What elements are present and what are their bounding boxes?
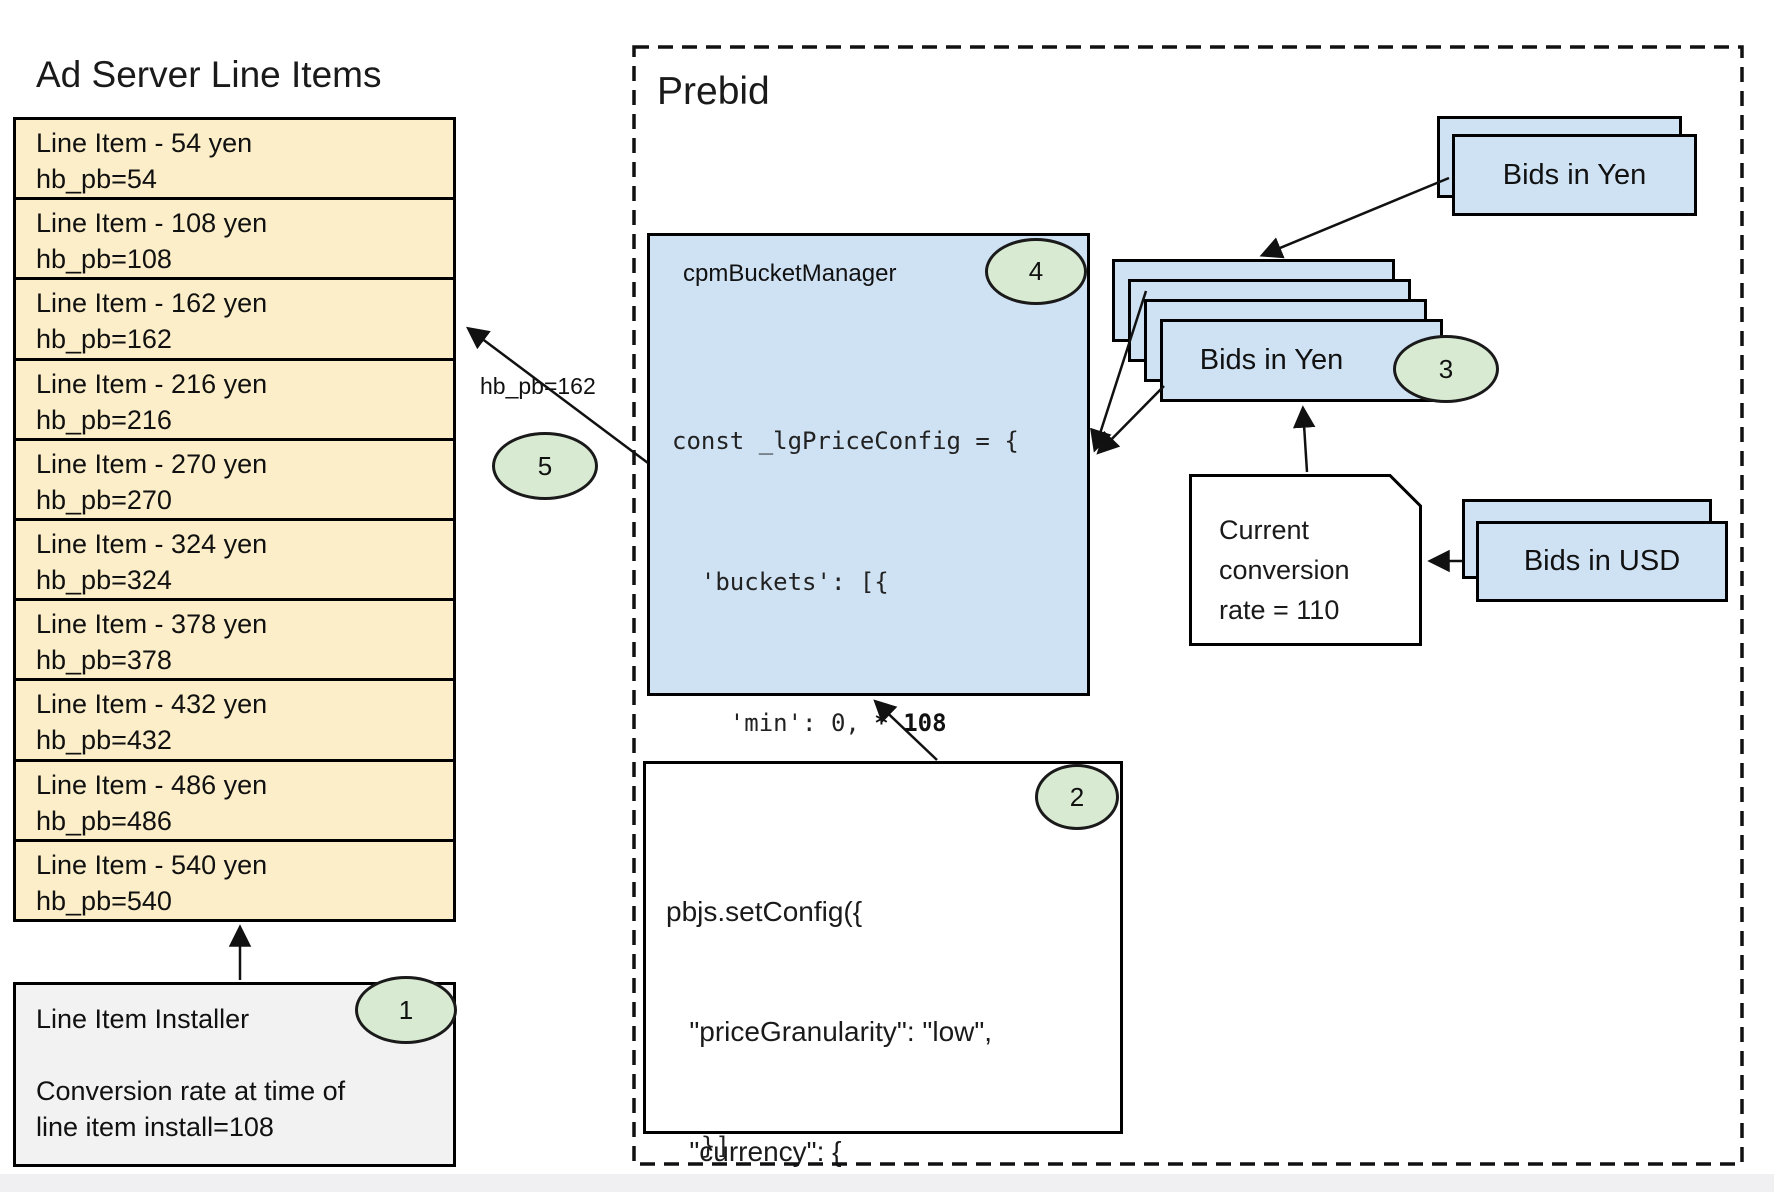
code-line: const _lgPriceConfig = { — [672, 427, 1019, 455]
line-item-hbpb: hb_pb=324 — [36, 565, 172, 596]
line-item-hbpb: hb_pb=54 — [36, 164, 157, 194]
note-line3: rate = 110 — [1219, 595, 1340, 625]
step-badge-2: 2 — [1035, 764, 1119, 830]
note-line2: conversion — [1219, 555, 1350, 585]
table-row: Line Item - 540 yen hb_pb=540 — [16, 838, 453, 920]
step-badge-1: 1 — [355, 976, 457, 1044]
step-badge-4: 4 — [985, 238, 1087, 305]
line-item-name: Line Item - 432 yen — [36, 689, 268, 720]
line-item-name: Line Item - 378 yen — [36, 609, 268, 640]
installer-title: Line Item Installer — [36, 1004, 250, 1034]
table-row: Line Item - 54 yen hb_pb=54 — [16, 120, 453, 198]
code-line: "currency": { — [666, 1136, 842, 1167]
bids-in-usd-label: Bids in USD — [1523, 545, 1681, 577]
step-badge-3: 3 — [1393, 335, 1499, 403]
line-item-name: Line Item - 108 yen — [36, 208, 268, 239]
line-item-name: Line Item - 540 yen — [36, 849, 268, 880]
line-item-name: Line Item - 324 yen — [36, 529, 268, 560]
arrow-yen-top-to-stack — [1259, 176, 1450, 259]
code-line: pbjs.setConfig({ — [666, 896, 863, 927]
table-row: Line Item - 162 yen hb_pb=162 — [16, 277, 453, 358]
table-row: Line Item - 432 yen hb_pb=432 — [16, 678, 453, 759]
line-item-name: Line Item - 216 yen — [36, 368, 268, 399]
line-item-hbpb: hb_pb=216 — [36, 404, 172, 435]
hb-pb-arrow-label: hb_pb=162 — [480, 373, 596, 399]
line-item-hbpb: hb_pb=162 — [36, 324, 172, 355]
line-item-name: Line Item - 162 yen — [36, 288, 268, 319]
line-item-hbpb: hb_pb=270 — [36, 484, 172, 515]
arrow-stack-to-cpm-b — [1096, 385, 1165, 455]
line-item-hbpb: hb_pb=486 — [36, 805, 172, 836]
line-item-hbpb: hb_pb=540 — [36, 885, 172, 916]
table-row: Line Item - 216 yen hb_pb=216 — [16, 357, 453, 438]
table-row: Line Item - 270 yen hb_pb=270 — [16, 437, 453, 519]
line-item-hbpb: hb_pb=432 — [36, 725, 172, 756]
cpm-bucket-manager-label: cpmBucketManager — [683, 260, 897, 287]
bottom-strip — [0, 1174, 1774, 1192]
line-item-hbpb: hb_pb=108 — [36, 244, 172, 275]
line-items-table: Line Item - 54 yen hb_pb=54 Line Item - … — [13, 117, 456, 922]
step-badge-5: 5 — [492, 432, 598, 500]
ad-server-title: Ad Server Line Items — [36, 54, 382, 95]
table-row: Line Item - 324 yen hb_pb=324 — [16, 518, 453, 599]
bids-in-yen-label: Bids in Yen — [1199, 344, 1344, 376]
prebid-title: Prebid — [657, 70, 770, 113]
bids-in-yen-top-front-card: Bids in Yen — [1452, 134, 1697, 216]
table-row: Line Item - 378 yen hb_pb=378 — [16, 598, 453, 679]
note-line1: Current — [1219, 515, 1310, 545]
table-row: Line Item - 486 yen hb_pb=486 — [16, 758, 453, 839]
line-item-name: Line Item - 270 yen — [36, 448, 268, 479]
code-line: 'buckets': [{ — [672, 568, 889, 596]
installer-note-line2: line item install=108 — [36, 1112, 274, 1142]
code-line: 'min': 0, * 108 — [672, 709, 947, 737]
bids-in-usd-front-card: Bids in USD — [1476, 521, 1728, 602]
line-item-name: Line Item - 486 yen — [36, 769, 268, 800]
line-item-hbpb: hb_pb=378 — [36, 645, 172, 676]
conversion-rate-note: Current conversion rate = 110 — [1189, 474, 1422, 646]
line-item-name: Line Item - 54 yen — [36, 128, 253, 158]
table-row: Line Item - 108 yen hb_pb=108 — [16, 197, 453, 278]
installer-note-line1: Conversion rate at time of — [36, 1076, 346, 1106]
bids-in-yen-top-label: Bids in Yen — [1502, 158, 1647, 191]
set-config-code-block: pbjs.setConfig({ "priceGranularity": "lo… — [666, 812, 1054, 1192]
arrow-note-to-stack — [1292, 405, 1316, 473]
code-line: "priceGranularity": "low", — [666, 1016, 993, 1047]
